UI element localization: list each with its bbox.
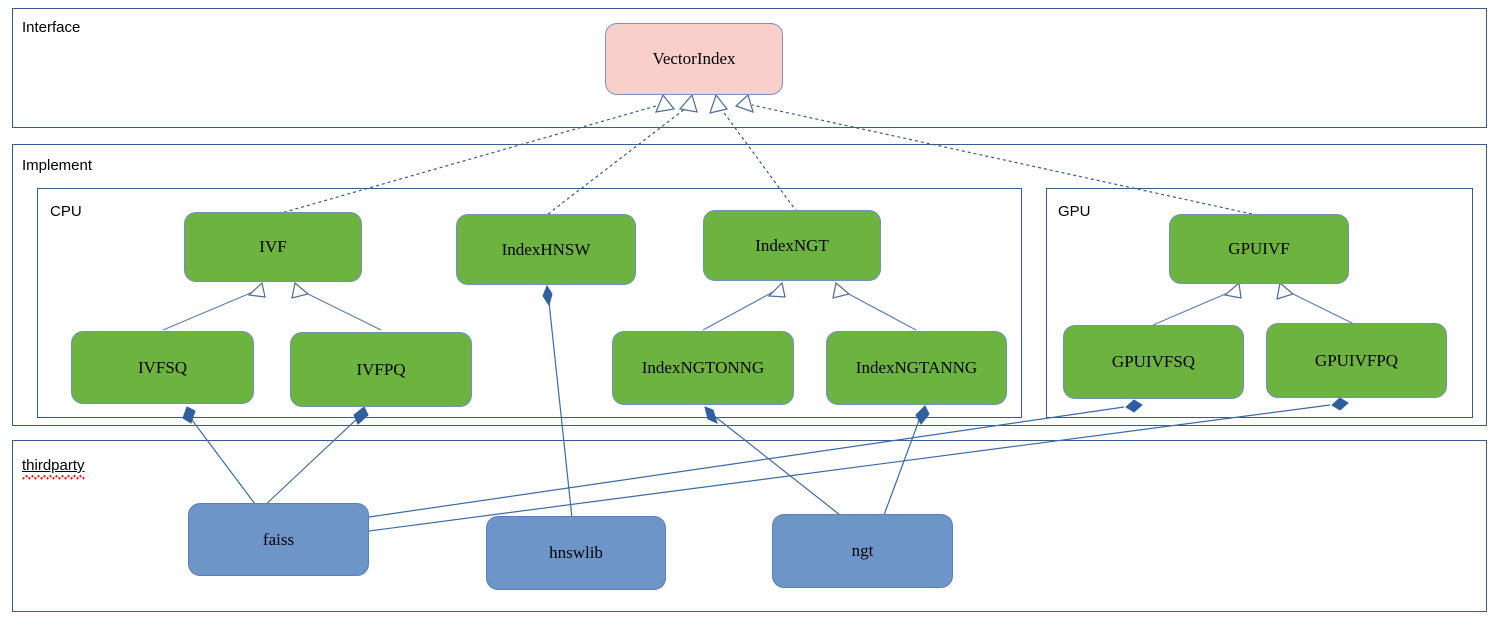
container-label-gpu: GPU: [1058, 203, 1091, 220]
node-gpuivf[interactable]: GPUIVF: [1169, 214, 1349, 284]
node-gpuivfpq[interactable]: GPUIVFPQ: [1266, 323, 1447, 398]
node-ivfpq[interactable]: IVFPQ: [290, 332, 472, 407]
node-indexngtanng[interactable]: IndexNGTANNG: [826, 331, 1007, 405]
container-label-thirdparty: thirdparty: [22, 457, 85, 480]
node-ivfsq[interactable]: IVFSQ: [71, 331, 254, 404]
node-indexhnsw[interactable]: IndexHNSW: [456, 214, 636, 285]
spellcheck-squiggle: [22, 475, 85, 480]
container-label-interface: Interface: [22, 19, 81, 36]
node-ngt[interactable]: ngt: [772, 514, 953, 588]
node-ivf[interactable]: IVF: [184, 212, 362, 282]
node-indexngt[interactable]: IndexNGT: [703, 210, 881, 281]
container-label-implement: Implement: [22, 157, 93, 174]
node-gpuivfsq[interactable]: GPUIVFSQ: [1063, 325, 1244, 399]
node-indexngtonng[interactable]: IndexNGTONNG: [612, 331, 794, 405]
node-faiss[interactable]: faiss: [188, 503, 369, 576]
container-label-cpu: CPU: [50, 203, 82, 220]
node-hnswlib[interactable]: hnswlib: [486, 516, 666, 590]
node-vectorindex[interactable]: VectorIndex: [605, 23, 783, 95]
container-label-thirdparty-text: thirdparty: [22, 457, 85, 474]
